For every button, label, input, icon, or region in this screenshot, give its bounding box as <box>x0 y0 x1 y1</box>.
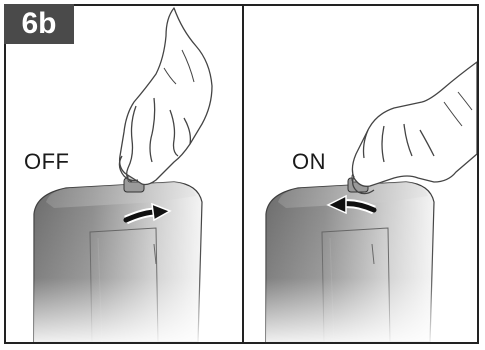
off-label: OFF <box>24 149 70 175</box>
on-label: ON <box>292 149 326 175</box>
panel-off: OFF <box>6 6 242 342</box>
step-badge: 6b <box>4 4 74 44</box>
panel-on: ON <box>244 6 477 342</box>
hand-illustration <box>352 62 477 194</box>
hand-illustration <box>119 8 212 185</box>
appliance-body <box>34 182 204 342</box>
on-illustration <box>244 6 477 342</box>
